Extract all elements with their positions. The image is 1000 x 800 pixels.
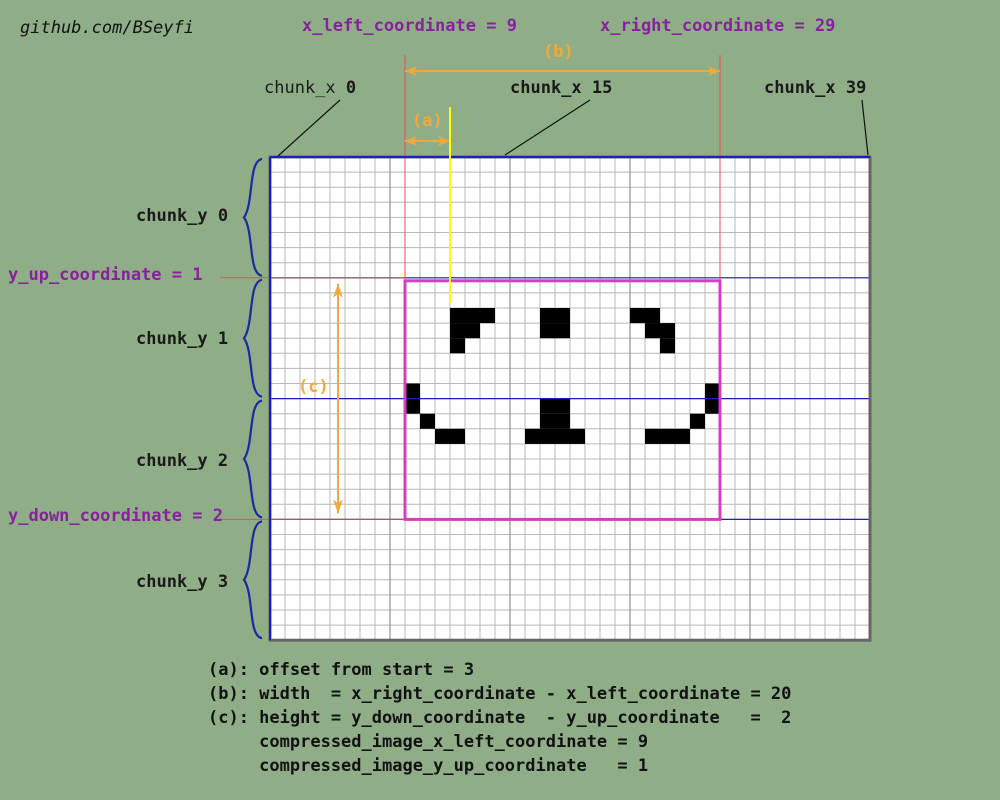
arrow-b-head-right — [708, 66, 720, 76]
label-b: (b) — [543, 42, 574, 62]
chunk-y-label-0: chunk_y 0 — [136, 206, 229, 226]
black-pixel — [405, 383, 420, 399]
black-pixel — [540, 308, 555, 324]
black-pixel — [555, 398, 570, 414]
black-pixel — [525, 428, 540, 444]
chunk-y-label-2: chunk_y 2 — [136, 451, 229, 471]
chunk-x-label-0: chunk_x 0 — [264, 78, 357, 98]
black-pixel — [555, 323, 570, 339]
watermark: github.com/BSeyfi — [20, 18, 194, 38]
black-pixel — [660, 338, 675, 354]
label-c: (c) — [298, 377, 329, 397]
brace-chunk-y-0 — [242, 157, 263, 277]
black-pixel — [450, 338, 465, 354]
black-pixel — [645, 323, 660, 339]
black-pixel — [645, 308, 660, 324]
chunk-y-label-1: chunk_y 1 — [136, 329, 229, 349]
black-pixel — [630, 308, 645, 324]
black-pixel — [540, 398, 555, 414]
pointer-chunk-x-39 — [861, 99, 869, 156]
image-pixels — [405, 308, 720, 444]
brace-chunk-y-1 — [242, 278, 263, 398]
y-down-label: y_down_coordinate = 2 — [8, 506, 223, 526]
label-a: (a) — [412, 111, 443, 131]
black-pixel — [660, 323, 675, 339]
chunk-y-label-3: chunk_y 3 — [136, 572, 229, 592]
arrow-a-head-right — [438, 136, 450, 146]
note-b: (b): width = x_right_coordinate - x_left… — [208, 684, 792, 704]
black-pixel — [480, 308, 495, 324]
black-pixel — [555, 308, 570, 324]
chunk-x-label-39: chunk_x 39 — [764, 78, 867, 98]
black-pixel — [660, 428, 675, 444]
black-pixel — [540, 413, 555, 429]
brace-chunk-y-3 — [242, 520, 263, 640]
x-left-label: x_left_coordinate = 9 — [302, 16, 517, 36]
arrow-c-head-bottom — [333, 499, 343, 514]
pointer-chunk-x-0 — [277, 99, 341, 157]
note-x-left: compressed_image_x_left_coordinate = 9 — [208, 732, 649, 752]
black-pixel — [555, 413, 570, 429]
black-pixel — [540, 428, 555, 444]
black-pixel — [540, 323, 555, 339]
black-pixel — [405, 398, 420, 414]
annotation-lines — [220, 55, 872, 642]
black-pixel — [705, 383, 720, 399]
x-right-label: x_right_coordinate = 29 — [600, 16, 836, 36]
note-c: (c): height = y_down_coordinate - y_up_c… — [208, 708, 792, 728]
black-pixel — [675, 428, 690, 444]
compressed-bounding-box — [403, 279, 722, 521]
black-pixel — [450, 428, 465, 444]
arrow-c-head-top — [333, 283, 343, 298]
black-pixel — [450, 323, 465, 339]
note-y-up: compressed_image_y_up_coordinate = 1 — [208, 756, 649, 776]
notes-block: (a): offset from start = 3 (b): width = … — [208, 658, 791, 778]
note-a: (a): offset from start = 3 — [208, 660, 475, 680]
pointer-chunk-x-15 — [504, 99, 591, 156]
black-pixel — [690, 413, 705, 429]
black-pixel — [465, 323, 480, 339]
black-pixel — [705, 398, 720, 414]
black-pixel — [555, 428, 570, 444]
black-pixel — [435, 428, 450, 444]
black-pixel — [465, 308, 480, 324]
arrow-a-head-left — [405, 136, 417, 146]
black-pixel — [420, 413, 435, 429]
arrow-b-head-left — [405, 66, 417, 76]
chunk-x-label-15: chunk_x 15 — [510, 78, 613, 98]
y-up-label: y_up_coordinate = 1 — [8, 265, 203, 285]
brace-chunk-y-2 — [242, 399, 263, 519]
black-pixel — [645, 428, 660, 444]
black-pixel — [450, 308, 465, 324]
black-pixel — [570, 428, 585, 444]
